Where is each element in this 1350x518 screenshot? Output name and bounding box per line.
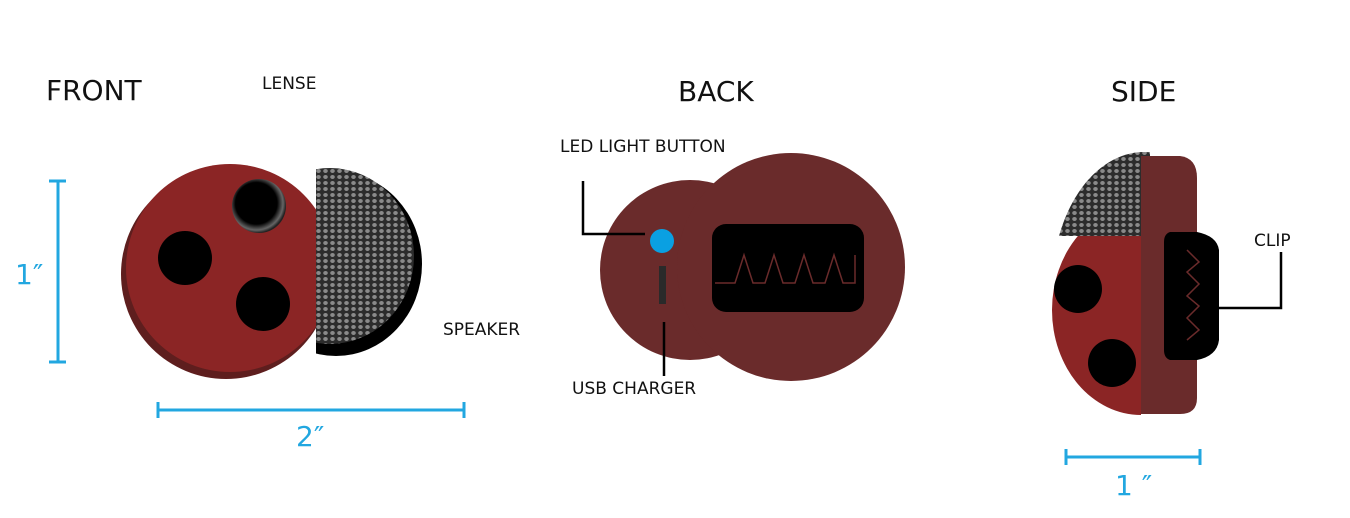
side-width-dimension xyxy=(1064,449,1202,465)
clip-label: CLIP xyxy=(1254,231,1291,251)
lens-label: LENSE xyxy=(262,74,316,94)
front-height-dimension xyxy=(49,179,66,364)
led-button-icon xyxy=(650,229,674,253)
side-view: SIDE CLIP 1 ″ xyxy=(1052,75,1291,502)
usb-slot-icon xyxy=(712,224,864,312)
back-view: BACK LED LIGHT BUTTON USB CHARGER xyxy=(560,75,905,399)
led-label: LED LIGHT BUTTON xyxy=(560,137,726,157)
front-spot-bottom xyxy=(236,277,290,331)
front-view: FRONT LENSE SPEAKER 1″ 2″ xyxy=(15,74,520,453)
side-title: SIDE xyxy=(1111,75,1176,108)
usb-charger-port xyxy=(659,266,666,304)
clip-callout-line xyxy=(1219,252,1283,310)
front-body xyxy=(126,164,316,372)
led-callout-line xyxy=(581,181,645,236)
front-width-dimension xyxy=(156,402,466,418)
speaker-label: SPEAKER xyxy=(443,320,520,340)
speaker-grille xyxy=(316,168,422,356)
lens-icon xyxy=(232,179,286,233)
clip-icon xyxy=(1164,232,1219,360)
back-title: BACK xyxy=(678,75,754,108)
side-width-label: 1 ″ xyxy=(1115,469,1152,502)
front-height-label: 1″ xyxy=(15,258,43,291)
usb-label: USB CHARGER xyxy=(572,379,696,399)
front-spot-left xyxy=(158,231,212,285)
front-title: FRONT xyxy=(46,74,143,107)
side-spot-bottom xyxy=(1088,339,1136,387)
side-spot-top xyxy=(1054,265,1102,313)
front-width-label: 2″ xyxy=(296,420,324,453)
side-speaker-grille xyxy=(1059,152,1150,236)
